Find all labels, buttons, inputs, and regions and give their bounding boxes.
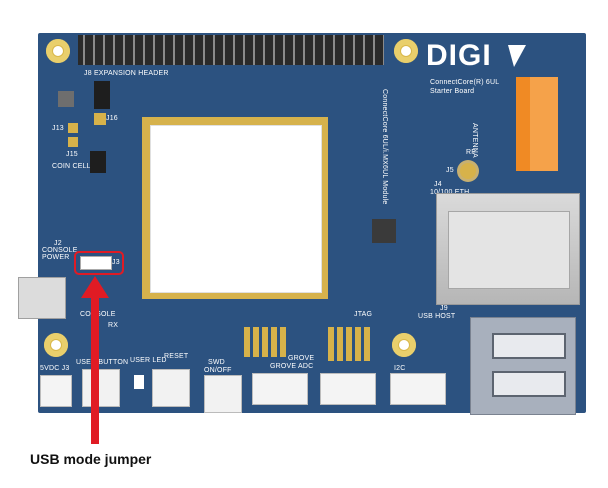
grove-i2c-connector: [390, 373, 446, 405]
grove-label: GROVE: [288, 355, 315, 362]
mounting-hole-top-mid: [394, 39, 418, 63]
usb-host-connector: [470, 317, 576, 415]
swd-label: SWD: [208, 359, 225, 366]
annotation-caption: USB mode jumper: [30, 451, 152, 467]
usb-mode-jumper-highlight: [74, 251, 124, 275]
starter-board: J8 EXPANSION HEADER DIGI ConnectCore(R) …: [18, 33, 586, 415]
module-name-label: ConnectCore 6UL/i.MX6UL Module: [381, 89, 388, 205]
coin-cell-connector: [90, 151, 106, 173]
power-label: POWER: [42, 254, 70, 261]
expansion-header-label: J8 EXPANSION HEADER: [84, 70, 169, 77]
annotation-arrow-icon: [81, 276, 109, 444]
pad-j16: [94, 113, 106, 125]
product-name-line2: Starter Board: [430, 88, 475, 95]
jtag-pad-array: [328, 327, 372, 361]
usb-host-port-bottom: [492, 371, 566, 397]
j13-label: J13: [52, 125, 64, 132]
jtag-label: JTAG: [354, 311, 373, 318]
user-led-label: USER LED: [130, 357, 167, 364]
mounting-hole-bottom-mid: [392, 333, 416, 357]
swd-pad-array: [244, 327, 288, 357]
on-off-button[interactable]: [204, 375, 242, 413]
digi-logo: DIGI: [426, 39, 492, 72]
mounting-hole-top-left: [46, 39, 70, 63]
user-button[interactable]: [82, 369, 120, 407]
grove-adc-connector: [252, 373, 308, 405]
chip-left-top: [58, 91, 74, 107]
rx-label: RX: [108, 322, 119, 329]
digi-logo-mark-icon: [508, 45, 526, 67]
console-label: CONSOLE: [42, 247, 78, 254]
chip-j16-area: [94, 81, 110, 109]
power-connector: [40, 375, 72, 407]
grove-uart-connector: [320, 373, 376, 405]
mounting-hole-bottom-left: [44, 333, 68, 357]
expansion-header: [78, 35, 384, 65]
j9-label: J9: [440, 305, 448, 312]
j16-label: J16: [106, 115, 118, 122]
on-off-label: ON/OFF: [204, 367, 232, 374]
user-button-label: USER BUTTON: [76, 359, 129, 366]
j2-label: J2: [54, 240, 62, 247]
reset-label: RESET: [164, 353, 189, 360]
usb-host-port-top: [492, 333, 566, 359]
usb-host-label: USB HOST: [418, 313, 456, 320]
usb-mode-jumper[interactable]: [80, 256, 112, 270]
j5-label: J5: [446, 167, 454, 174]
product-name-line1: ConnectCore(R) 6UL: [430, 79, 500, 86]
micro-usb-console: [18, 277, 66, 319]
coin-cell-label: COIN CELL: [52, 163, 91, 170]
ethernet-jack-opening: [448, 211, 570, 289]
pad-j13: [68, 123, 78, 133]
j4-label: J4: [434, 181, 442, 188]
j3-short-label: J3: [112, 259, 120, 266]
vdc-label: 5VDC J3: [40, 365, 70, 372]
j15-label: J15: [66, 151, 78, 158]
ic-near-module: [372, 219, 396, 243]
i2c-label: I2C: [394, 365, 406, 372]
pad-j13-b: [68, 137, 78, 147]
ethernet-label: 10/100 ETH: [430, 189, 469, 197]
cpu-module-shield: [150, 125, 322, 293]
antenna-chip-top: [530, 77, 558, 171]
rf-connector: [460, 163, 476, 179]
grove-adc-label: GROVE ADC: [270, 363, 314, 370]
user-led: [134, 375, 144, 389]
reset-button[interactable]: [152, 369, 190, 407]
rf-label: RF: [466, 149, 476, 156]
